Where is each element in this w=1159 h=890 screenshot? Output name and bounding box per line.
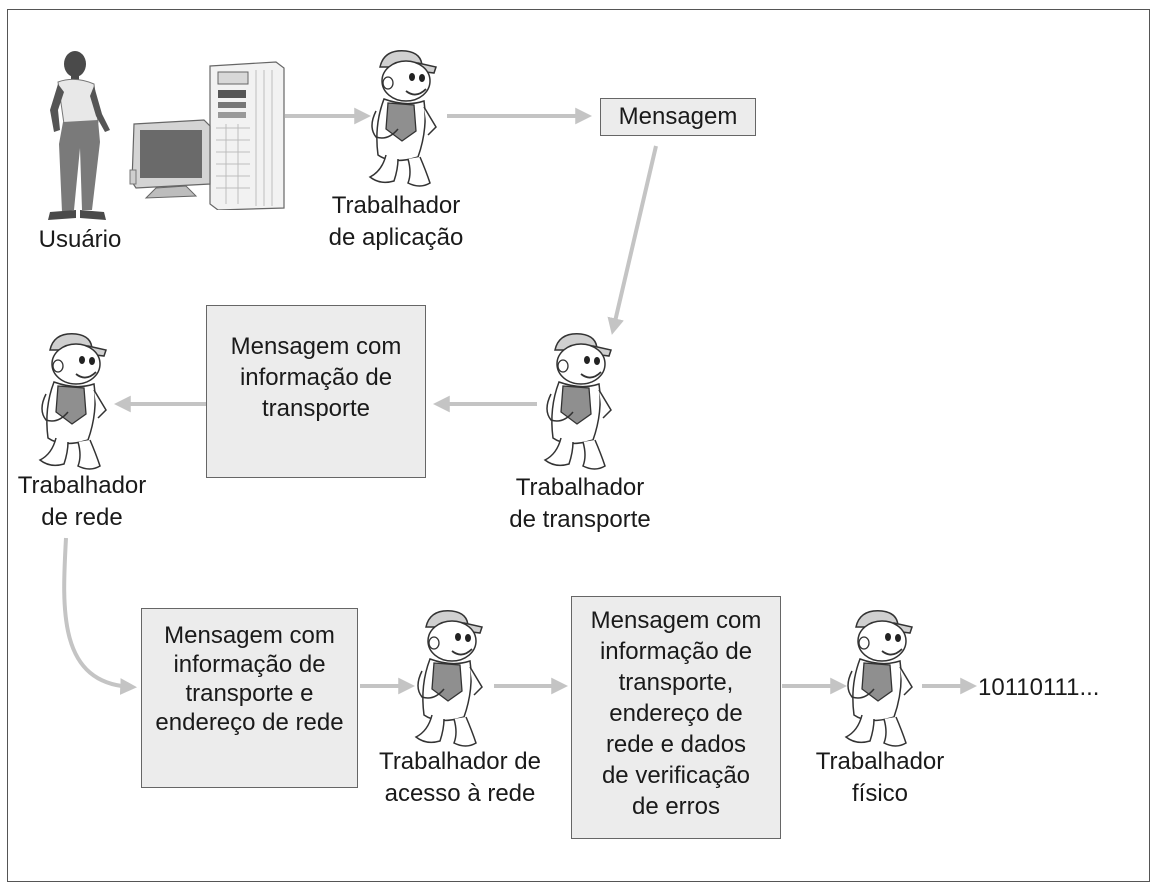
box-line: de verificação (601, 762, 751, 789)
box-line: informação de (599, 638, 753, 665)
bits-output-label: 10110111... (978, 674, 1100, 701)
physical-worker-label: Trabalhador físico (790, 746, 970, 810)
transport-network-errors-message-box: Mensagem com informação de transporte, e… (571, 596, 781, 839)
box-line: informação de (239, 364, 393, 391)
transport-worker-label-line1: Trabalhador (515, 474, 645, 501)
network-worker-label-line2: de rede (41, 504, 123, 531)
message-box: Mensagem (600, 98, 756, 136)
transport-worker-label-line2: de transporte (509, 506, 651, 533)
physical-worker-label-line1: Trabalhador (815, 748, 945, 775)
worker-icon (32, 328, 112, 478)
box-line: transporte, (618, 669, 734, 696)
network-worker-label: Trabalhador de rede (0, 470, 164, 534)
transport-worker-label: Trabalhador de transporte (490, 472, 670, 536)
person-icon (48, 51, 110, 220)
worker-icon (838, 605, 918, 755)
box-line: Mensagem com (590, 607, 762, 634)
network-access-worker-label-line1: Trabalhador de (379, 748, 541, 775)
box-line: endereço de rede (155, 709, 344, 736)
box-line: endereço de (609, 700, 743, 727)
box-line: Mensagem com (164, 622, 335, 649)
box-line: transporte e (185, 680, 314, 707)
transport-message-box: Mensagem com informação de transporte (206, 305, 426, 478)
application-worker-label-line1: Trabalhador (331, 192, 461, 219)
network-worker-label-line1: Trabalhador (17, 472, 147, 499)
box-line: rede e dados (605, 731, 747, 758)
worker-icon (537, 328, 617, 478)
physical-worker-label-line2: físico (851, 780, 908, 807)
box-line: Mensagem com (230, 333, 402, 360)
user-label: Usuário (38, 226, 122, 253)
arrow-network-worker-to-box (62, 537, 138, 695)
application-worker-label: Trabalhador de aplicação (306, 190, 486, 254)
arrow-message-to-transport-worker (607, 145, 658, 335)
computer-icon (129, 61, 285, 210)
application-worker-label-line2: de aplicação (328, 224, 464, 251)
network-access-worker-label-line2: acesso à rede (384, 780, 536, 807)
box-line: informação de (173, 651, 326, 678)
worker-icon (362, 45, 442, 195)
transport-network-message-box: Mensagem com informação de transporte e … (141, 608, 358, 788)
box-line: transporte (261, 395, 371, 422)
diagram-frame (7, 9, 1150, 882)
network-access-worker-label: Trabalhador de acesso à rede (360, 746, 560, 810)
box-line: de erros (631, 793, 721, 820)
worker-icon (408, 605, 488, 755)
message-box-text: Mensagem (618, 103, 738, 130)
